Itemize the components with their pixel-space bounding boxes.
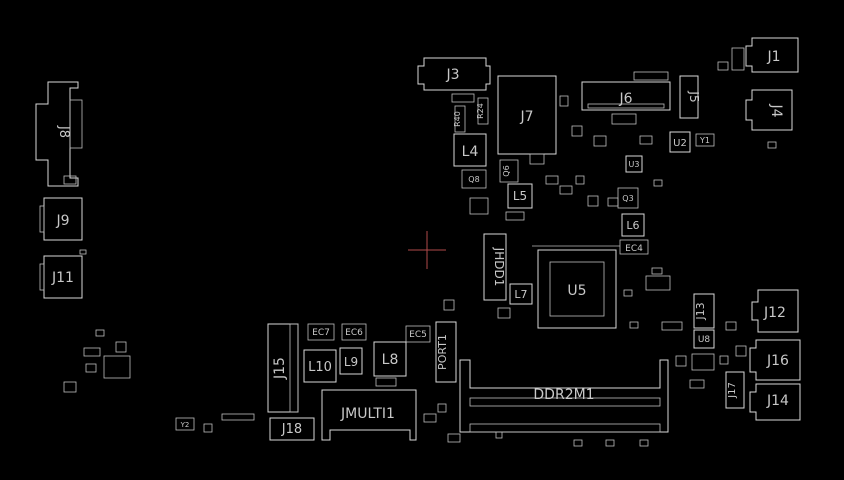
small-parts-topright [717, 61, 777, 149]
label-jhdd1: JHDD1 [492, 247, 506, 287]
connector-j17[interactable]: J17 [725, 371, 745, 409]
label-y1: Y1 [699, 136, 710, 145]
label-j6: J6 [618, 91, 632, 107]
inductor-l6[interactable]: L6 [621, 213, 645, 237]
small-parts-top [451, 71, 669, 221]
connector-j6[interactable]: J6 [581, 81, 671, 111]
connector-j5[interactable]: J5 [679, 75, 701, 119]
label-j18: J18 [281, 422, 302, 437]
label-j1: J1 [766, 49, 780, 65]
connector-j18[interactable]: J18 [269, 417, 315, 441]
small-parts-centre [443, 267, 671, 329]
label-q6: Q6 [502, 165, 511, 176]
chip-u5[interactable]: U5 [537, 249, 617, 329]
label-l7: L7 [514, 288, 527, 301]
label-l4: L4 [462, 144, 479, 160]
transistor-q6[interactable]: Q6 [499, 159, 519, 183]
chip-j7[interactable]: J7 [497, 75, 557, 155]
small-parts-bottom [447, 431, 649, 447]
connector-jmulti1[interactable]: JMULTI1 [321, 389, 417, 441]
label-ddr2m1: DDR2M1 [533, 387, 594, 403]
label-j5: J5 [687, 90, 701, 102]
cap-ec7[interactable]: EC7 [307, 323, 335, 341]
connector-j15[interactable]: J15 [267, 323, 299, 413]
cap-ec4[interactable]: EC4 [619, 239, 649, 255]
cap-ec6[interactable]: EC6 [341, 323, 367, 341]
label-j4: J4 [768, 103, 784, 117]
small-parts-lowerleft [203, 377, 447, 433]
label-u3: U3 [629, 160, 640, 169]
label-r24: R24 [476, 103, 485, 119]
label-u2: U2 [673, 138, 687, 149]
inductor-l5[interactable]: L5 [507, 183, 533, 209]
label-j11: J11 [51, 270, 74, 286]
label-l6: L6 [626, 219, 639, 232]
inductor-l8[interactable]: L8 [373, 341, 407, 377]
label-j16: J16 [766, 353, 789, 369]
label-q3: Q3 [622, 194, 633, 203]
label-u8: U8 [698, 335, 711, 345]
connector-j12[interactable]: J12 [751, 289, 799, 333]
connector-j9[interactable]: J9 [39, 197, 83, 241]
chip-u3[interactable]: U3 [625, 155, 643, 173]
inductor-l10[interactable]: L10 [303, 349, 337, 383]
label-j15: J15 [272, 357, 288, 380]
label-l9: L9 [344, 355, 358, 369]
label-r40: R40 [453, 111, 462, 127]
crystal-y1[interactable]: Y1 [695, 133, 715, 147]
connector-j16[interactable]: J16 [749, 339, 801, 381]
label-y2: Y2 [180, 421, 190, 429]
connector-j1[interactable]: J1 [731, 37, 799, 73]
connector-j4[interactable]: J4 [745, 89, 793, 131]
label-j14: J14 [766, 393, 789, 409]
transistor-q8[interactable]: Q8 [461, 169, 487, 189]
resistors-top: R40 R24 [453, 97, 489, 133]
transistor-q3[interactable]: Q3 [617, 187, 639, 209]
label-l5: L5 [513, 189, 527, 203]
connector-jhdd1[interactable]: JHDD1 [483, 233, 507, 301]
label-ec5: EC5 [409, 330, 427, 340]
label-j13: J13 [694, 302, 707, 320]
label-l8: L8 [382, 352, 399, 368]
label-l10: L10 [308, 360, 332, 375]
label-q8: Q8 [468, 175, 479, 184]
connector-j14[interactable]: J14 [749, 383, 801, 421]
chip-u8[interactable]: U8 [693, 329, 715, 349]
connector-j13[interactable]: J13 [693, 293, 715, 329]
label-port1: PORT1 [436, 334, 449, 370]
connector-j11[interactable]: J11 [39, 255, 83, 299]
inductor-l7[interactable]: L7 [509, 283, 533, 305]
label-j12: J12 [763, 305, 786, 321]
label-jmulti1: JMULTI1 [340, 406, 395, 422]
label-j9: J9 [55, 213, 69, 229]
connector-j8[interactable]: J8 [35, 81, 83, 187]
cap-ec5[interactable]: EC5 [405, 325, 431, 343]
label-u5: U5 [567, 283, 586, 299]
chip-u2[interactable]: U2 [669, 131, 691, 153]
cursor-crosshair [408, 231, 446, 269]
connector-j3[interactable]: J3 [417, 57, 491, 91]
label-j7: J7 [519, 109, 533, 125]
label-j8: J8 [56, 125, 71, 138]
crystal-y2[interactable]: Y2 [175, 417, 195, 431]
inductor-l4[interactable]: L4 [453, 133, 487, 167]
small-parts-left [63, 175, 131, 393]
label-j3: J3 [445, 67, 459, 83]
small-parts-right [661, 321, 747, 389]
connector-port1[interactable]: PORT1 [435, 321, 457, 383]
inductor-l9[interactable]: L9 [339, 347, 363, 375]
label-j17: J17 [727, 382, 738, 399]
label-ec4: EC4 [625, 244, 643, 254]
label-ec7: EC7 [312, 328, 330, 338]
label-ec6: EC6 [345, 328, 363, 338]
slot-ddr2m1[interactable]: DDR2M1 [459, 359, 669, 433]
